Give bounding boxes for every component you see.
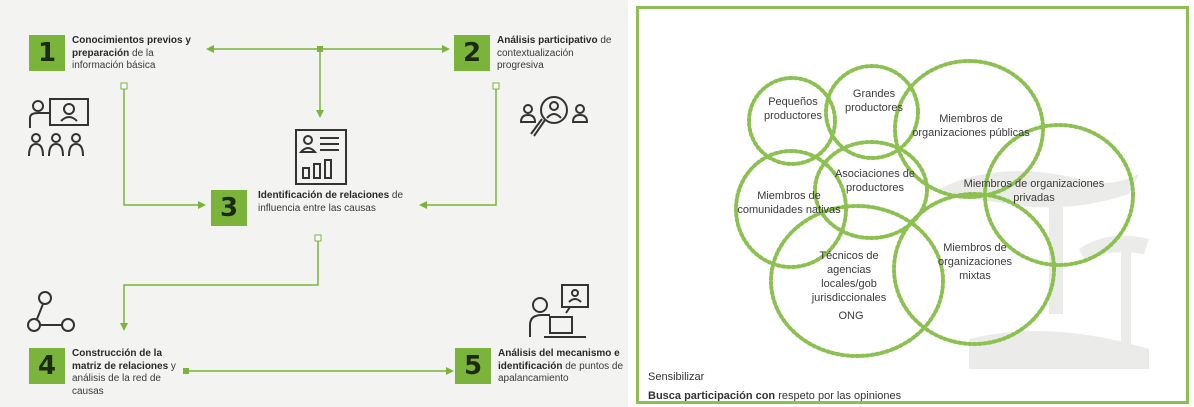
step-5-text: Análisis del mecanismo e identificación …	[498, 348, 626, 386]
step-1-desc: de la información básica	[72, 47, 156, 72]
venn-label-asociaciones: Asociaciones de productores	[834, 168, 916, 194]
venn-label-pequenos: Pequeños productores	[763, 96, 823, 122]
step-5-number: 5	[455, 348, 491, 384]
step-1-number: 1	[29, 35, 65, 71]
person-laptop-icon	[529, 284, 589, 338]
step-4-title: Construcción de la matriz de relaciones	[72, 348, 169, 372]
step-1-text: Conocimientos previos y preparación de l…	[72, 35, 202, 73]
step-5-title: Análisis del mecanismo e identificación	[498, 348, 620, 372]
footer-subtitle: Busca participación con respeto por las …	[648, 390, 902, 402]
footer-subtitle-rest: respeto por las opiniones	[775, 390, 902, 402]
venn-circles	[734, 59, 1135, 358]
stakeholder-venn-panel: Pequeños productores Grandes productores…	[636, 6, 1189, 404]
magnifier-people-icon	[519, 96, 589, 137]
step-4-number: 4	[29, 348, 65, 384]
venn-label-nativas: Miembros de comunidades nativas	[737, 190, 841, 216]
step-2-title: Análisis participativo	[497, 35, 598, 46]
venn-label-tecnicos: Técnicos de agencias locales/gob jurisdi…	[811, 250, 887, 304]
step-2-desc: de contextualización progresiva	[497, 35, 612, 71]
step-3-text: Identificación de relaciones de influenc…	[258, 190, 408, 215]
venn-label-grandes: Grandes productores	[844, 88, 904, 114]
step-4-desc: y análisis de la red de causas	[72, 360, 176, 397]
step-2-number: 2	[454, 35, 490, 71]
step-3-number: 3	[211, 190, 247, 226]
report-chart-icon	[295, 129, 347, 185]
step-3-desc: de influencia entre las causas	[258, 190, 404, 214]
footer-title: Sensibilizar	[648, 371, 705, 383]
process-diagram: 1 Conocimientos previos y preparación de…	[0, 0, 628, 407]
step-2-text: Análisis participativo de contextualizac…	[497, 35, 617, 73]
step-3-title: Identificación de relaciones	[258, 190, 390, 201]
presentation-icon	[28, 98, 89, 157]
network-icon	[27, 291, 75, 332]
step-4-text: Construcción de la matriz de relaciones …	[72, 348, 182, 398]
venn-label-mixtas: Miembros de organizaciones mixtas	[938, 242, 1012, 282]
venn-label-publicas: Miembros de organizaciones públicas	[912, 113, 1030, 139]
connector-lines	[120, 45, 500, 375]
venn-label-ong: ONG	[838, 310, 864, 322]
venn-label-privadas: Miembros de organizaciones privadas	[963, 178, 1105, 204]
step-5-desc: de puntos de apalancamiento	[498, 360, 624, 385]
footer-subtitle-bold: Busca participación con	[648, 390, 776, 402]
step-1-title: Conocimientos previos y preparación	[72, 35, 191, 59]
venn-background-watermark	[939, 171, 1149, 369]
